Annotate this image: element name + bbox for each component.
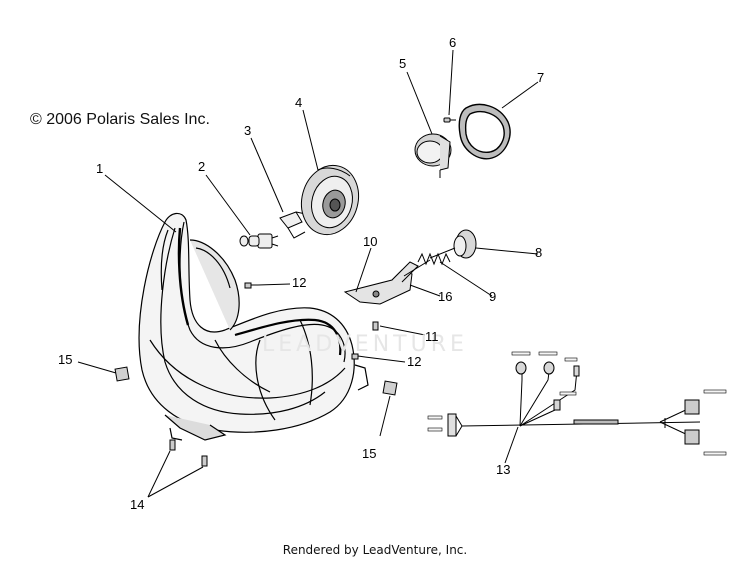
callout-12-lower: 12 [407, 354, 422, 369]
gasket-ring [458, 103, 511, 160]
clip-nut-right [382, 380, 398, 396]
screw-part-11 [372, 321, 379, 331]
adjuster-rod [403, 259, 431, 277]
callout-1: 1 [96, 161, 104, 176]
callout-7: 7 [537, 70, 545, 85]
callout-8: 8 [535, 245, 543, 260]
callout-16: 16 [438, 289, 453, 304]
dust-cover [300, 164, 360, 236]
harness-connector-tags [427, 351, 727, 456]
callout-10: 10 [363, 234, 378, 249]
callout-15-right: 15 [362, 446, 377, 461]
callout-14: 14 [130, 497, 145, 512]
clip-nut-left [114, 366, 130, 382]
callout-13: 13 [496, 462, 511, 477]
wiring-harness [447, 361, 701, 445]
screw-part-12-lower [351, 353, 366, 360]
screw-part-12-upper [244, 282, 258, 289]
callout-12-upper: 12 [292, 275, 307, 290]
headlight-housing [138, 212, 369, 441]
pilot-lamp [414, 133, 452, 178]
screw-part-6 [443, 117, 456, 123]
callout-15-left: 15 [58, 352, 73, 367]
screw-part-14 [169, 439, 208, 467]
bulb-retainer-clip [279, 211, 307, 239]
callout-3: 3 [244, 123, 252, 138]
callout-11: 11 [425, 329, 439, 344]
callout-5: 5 [399, 56, 407, 71]
adjuster-spring [417, 252, 451, 266]
callout-2: 2 [198, 159, 206, 174]
copyright-notice: © 2006 Polaris Sales Inc. [30, 111, 210, 128]
callout-6: 6 [449, 35, 457, 50]
leader-lines [77, 49, 539, 498]
callout-9: 9 [489, 289, 497, 304]
footer-credit: Rendered by LeadVenture, Inc. [282, 543, 468, 557]
headlight-bulb [239, 233, 279, 249]
mount-bracket [343, 261, 419, 305]
adjuster-knob [429, 229, 477, 259]
watermark: LEADVENTURE [262, 332, 468, 357]
callout-4: 4 [295, 95, 303, 110]
